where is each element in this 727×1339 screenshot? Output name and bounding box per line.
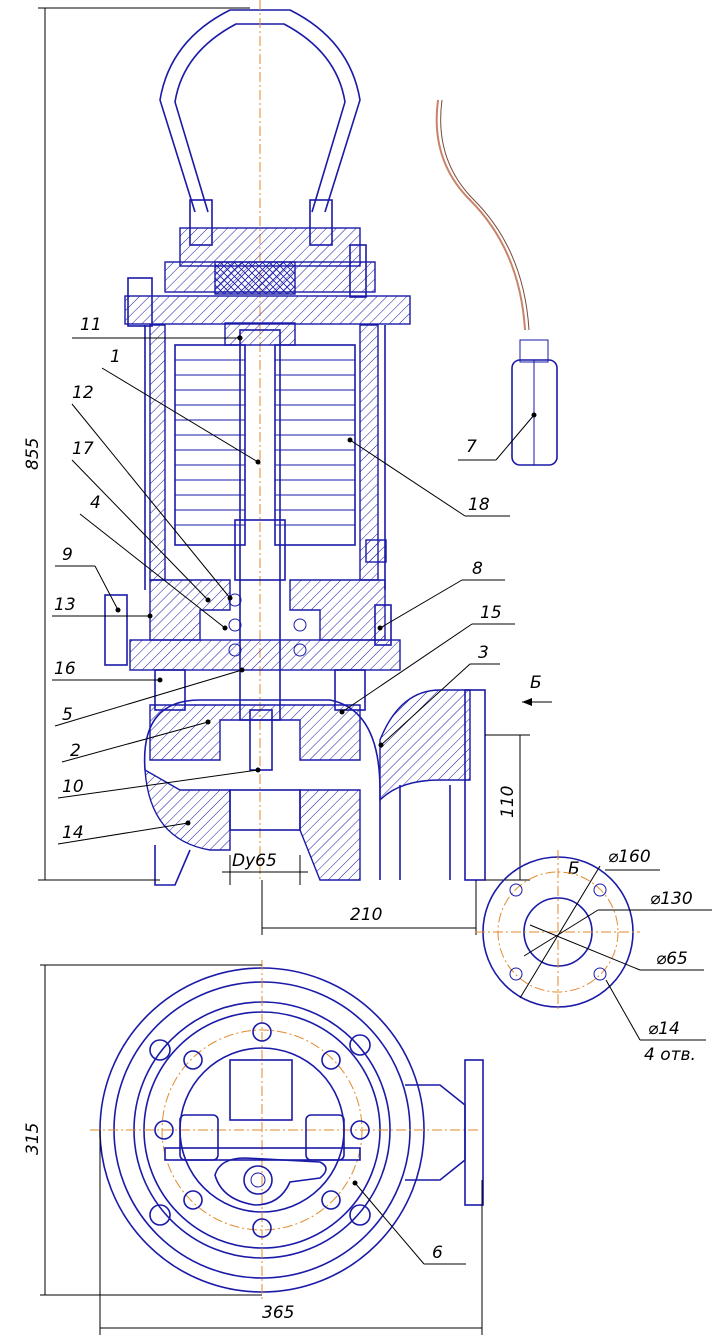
callout-2: 2 [61, 719, 211, 763]
callout-14: 14 [57, 820, 191, 845]
plan-view: 6 315 365 [23, 960, 484, 1335]
front-dimensions: 855 110 210 Dy65 Б [23, 7, 552, 935]
callout-16-label: 16 [54, 659, 76, 679]
view-b-label: Б [568, 859, 580, 879]
bore-dimension: ⌀65 [656, 949, 688, 969]
callout-13: 13 [52, 595, 153, 619]
callout-12: 12 [71, 383, 233, 601]
top-cover [124, 199, 411, 346]
callout-11: 11 [72, 315, 243, 341]
base-width-dimension: 365 [262, 1303, 294, 1323]
discharge-flange [464, 689, 486, 881]
flange-outer-dimension: ⌀160 [608, 847, 651, 867]
callout-5-label: 5 [62, 705, 73, 725]
callout-11-label: 11 [80, 315, 102, 335]
cable-and-float: 7 [435, 99, 558, 466]
suction-inlet [229, 789, 301, 831]
callout-8-label: 8 [472, 559, 483, 579]
callout-15-label: 15 [480, 603, 502, 623]
plan-bolts [149, 1022, 371, 1238]
callout-3-label: 3 [478, 643, 489, 663]
callout-10-label: 10 [62, 777, 84, 797]
callout-9-label: 9 [62, 545, 73, 565]
pump-volute [143, 689, 486, 886]
callout-1: 1 [101, 347, 261, 465]
callout-18: 18 [347, 437, 510, 517]
callout-1-label: 1 [110, 347, 121, 367]
callout-9: 9 [55, 545, 121, 613]
bolt-circle-dimension: ⌀130 [650, 889, 693, 909]
callout-16: 16 [52, 659, 163, 683]
part-callouts: 11 1 12 17 4 9 [52, 315, 515, 845]
callout-3: 3 [378, 643, 500, 748]
callout-15: 15 [339, 603, 515, 715]
flange-view-b: Б ⌀160 ⌀130 ⌀65 ⌀14 4 отв. [475, 847, 712, 1065]
front-section-view: 11 1 12 17 4 9 [23, 0, 552, 935]
callout-17-label: 17 [72, 439, 94, 459]
hole-diameter-dimension: ⌀14 [648, 1019, 680, 1039]
outlet-height-dimension: 110 [498, 786, 518, 818]
callout-6-label: 6 [432, 1243, 443, 1263]
callout-2-label: 2 [70, 741, 81, 761]
callout-8: 8 [377, 559, 505, 631]
callout-5: 5 [54, 667, 245, 727]
callout-17: 17 [71, 439, 211, 603]
callout-13-label: 13 [54, 595, 76, 615]
callout-12-label: 12 [72, 383, 94, 403]
base-depth-dimension: 315 [23, 1123, 43, 1155]
callout-7-label: 7 [466, 437, 477, 457]
callout-14-label: 14 [62, 823, 84, 843]
callout-10: 10 [57, 767, 261, 799]
section-mark-label: Б [530, 673, 542, 693]
outlet-dn-label: Dy65 [232, 851, 277, 871]
seal-chamber [104, 579, 401, 711]
callout-4-label: 4 [90, 493, 101, 513]
overall-height-dimension: 855 [23, 438, 43, 470]
stator [174, 344, 356, 546]
callout-18-label: 18 [468, 495, 490, 515]
hole-count-label: 4 отв. [644, 1045, 696, 1065]
callout-4: 4 [79, 493, 228, 631]
outlet-offset-dimension: 210 [350, 905, 382, 925]
